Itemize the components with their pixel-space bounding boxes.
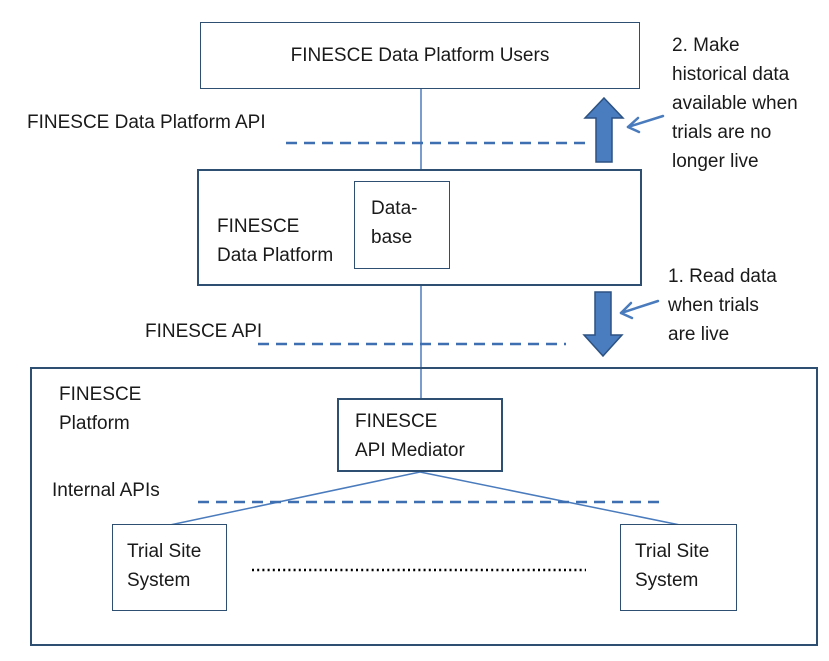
pointer-arrow-historical-icon (626, 114, 665, 134)
internal-apis-label: Internal APIs (52, 480, 160, 501)
database-label-line1: Data- (371, 198, 418, 219)
users-box: FINESCE Data Platform Users (200, 22, 640, 89)
users-box-label: FINESCE Data Platform Users (290, 45, 550, 66)
api-mediator-label: FINESCE API Mediator (355, 407, 465, 465)
data-platform-api-label: FINESCE Data Platform API (27, 112, 266, 133)
finesce-platform-label-line2: Platform (59, 413, 130, 434)
connector-mediator-to-left-site (169, 471, 421, 526)
finesce-platform-label: FINESCE Platform (59, 380, 141, 438)
database-label-line2: base (371, 227, 413, 248)
trial-site-right-label: Trial Site System (635, 537, 709, 595)
api-mediator-label-line2: API Mediator (355, 440, 465, 461)
api-mediator-label-line1: FINESCE (355, 411, 438, 432)
trial-site-left-label-line1: Trial Site (127, 541, 202, 562)
data-platform-label-line1: FINESCE (217, 216, 300, 237)
trial-site-right-label-line2: System (635, 570, 699, 591)
database-label: Data- base (371, 194, 417, 252)
trial-site-left-label-line2: System (127, 570, 191, 591)
note-read-data: 1. Read data when trials are live (668, 262, 777, 349)
database-box: Data- base (354, 181, 450, 269)
note-read-line3: are live (668, 324, 730, 345)
finesce-platform-box: FINESCE Platform (30, 367, 818, 646)
note-historical-line1: 2. Make (672, 35, 740, 56)
data-platform-label: FINESCE Data Platform (217, 212, 333, 270)
finesce-api-label: FINESCE API (145, 321, 263, 342)
note-historical-line2: historical data (672, 64, 790, 85)
note-read-line1: 1. Read data (668, 266, 777, 287)
pointer-arrow-read-icon (619, 299, 660, 320)
trial-site-box-left: Trial Site System (112, 524, 227, 611)
api-mediator-box: FINESCE API Mediator (337, 398, 503, 472)
trial-site-box-right: Trial Site System (620, 524, 737, 611)
note-historical-line4: trials are no (672, 122, 772, 143)
down-arrow-icon (582, 291, 624, 358)
note-historical-line3: available when (672, 93, 798, 114)
note-historical-line5: longer live (672, 151, 759, 172)
note-read-line2: when trials (668, 295, 759, 316)
data-platform-label-line2: Data Platform (217, 245, 334, 266)
finesce-platform-label-line1: FINESCE (59, 384, 142, 405)
up-arrow-icon (583, 96, 625, 163)
trial-site-left-label: Trial Site System (127, 537, 201, 595)
trial-site-right-label-line1: Trial Site (635, 541, 710, 562)
connector-mediator-to-right-site (419, 471, 681, 526)
note-historical-data: 2. Make historical data available when t… (672, 31, 798, 176)
